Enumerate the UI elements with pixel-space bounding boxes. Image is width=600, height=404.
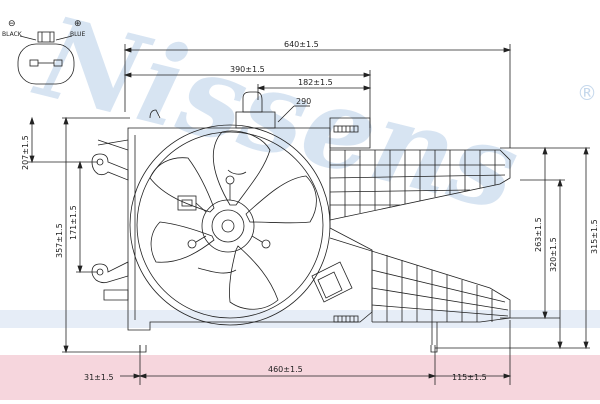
dim-390: 390±1.5 [230,65,265,74]
dim-overall-width: 640±1.5 [284,40,319,49]
drawing-lines [17,31,590,385]
dim-bottom-115: 115±1.5 [452,373,487,382]
dim-height-171: 171±1.5 [69,205,78,240]
dim-height-263: 263±1.5 [534,217,543,252]
fan-blades [149,130,317,310]
dim-bottom-460: 460±1.5 [268,365,303,374]
connector-pin2-symbol: ⊕ [74,19,82,29]
dim-height-320: 320±1.5 [549,237,558,272]
watermark-registered: ® [577,81,597,105]
left-mount-lugs [91,109,438,353]
connector-plug [17,31,75,85]
bottom-band [0,355,600,400]
watermark-text: Nissens [24,0,531,237]
fan-hub [177,175,271,253]
dim-182: 182±1.5 [298,78,333,87]
radiator-fins-lower [329,237,511,345]
dim-height-207: 207±1.5 [21,135,30,170]
dim-height-315: 315±1.5 [590,219,599,254]
connector-pin1-symbol: ⊖ [8,19,16,29]
connector-pin2-label: BLUE [70,31,86,38]
callout-290: 290 [296,97,311,106]
dim-bottom-31: 31±1.5 [84,373,114,382]
dim-height-357: 357±1.5 [55,223,64,258]
radiator-fins-upper [329,149,511,221]
connector-pin1-label: BLACK [2,31,23,38]
fan-ring [129,124,331,326]
motor-connector-box [311,261,353,303]
